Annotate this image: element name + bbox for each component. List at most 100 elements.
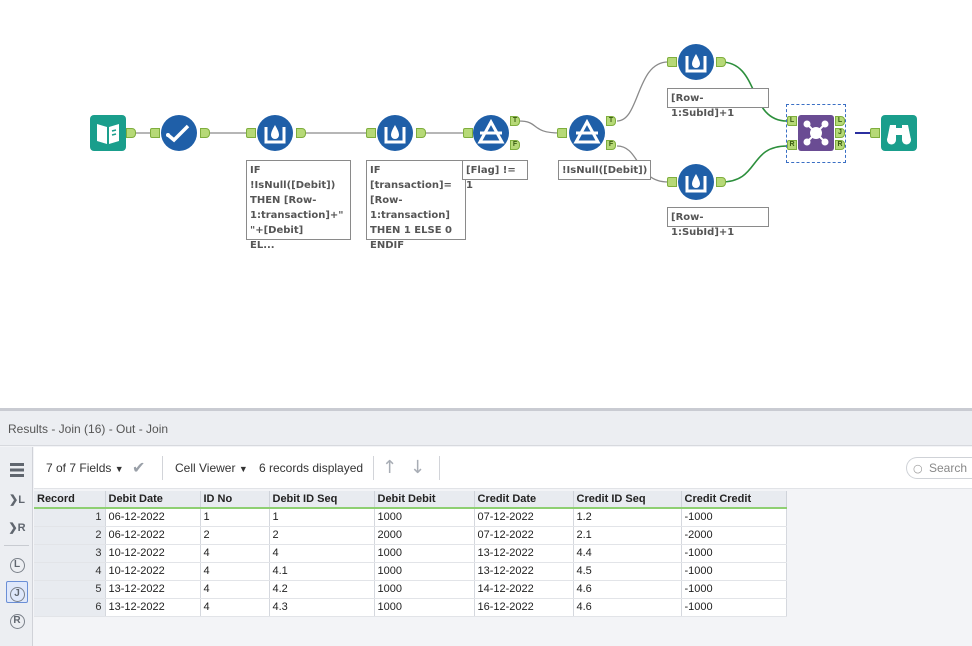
table-cell[interactable]: 4.5 xyxy=(573,562,682,581)
join-right-out-anchor[interactable]: R xyxy=(835,140,845,150)
table-cell[interactable]: -1000 xyxy=(681,580,787,599)
table-cell[interactable]: 06-12-2022 xyxy=(105,526,201,545)
formula-top-in-anchor[interactable] xyxy=(667,57,677,67)
results-grid[interactable]: Record Debit Date ID No Debit ID Seq Deb… xyxy=(34,491,787,617)
filter1-false-anchor[interactable]: F xyxy=(510,140,520,150)
table-cell[interactable]: 2 xyxy=(200,526,270,545)
select-out-anchor[interactable] xyxy=(200,128,210,138)
column-header[interactable]: ID No xyxy=(200,491,270,509)
side-right-output-button[interactable]: ❯R xyxy=(8,522,26,534)
table-cell[interactable]: 4 xyxy=(200,580,270,599)
table-cell[interactable]: 4 xyxy=(200,562,270,581)
table-cell[interactable]: 2000 xyxy=(374,526,475,545)
formula2-out-anchor[interactable] xyxy=(416,128,426,138)
table-cell[interactable]: 10-12-2022 xyxy=(105,562,201,581)
table-cell[interactable]: 07-12-2022 xyxy=(474,526,574,545)
anchor-l-button[interactable]: L xyxy=(6,553,28,575)
table-cell[interactable]: 1000 xyxy=(374,580,475,599)
table-cell[interactable]: 16-12-2022 xyxy=(474,598,574,617)
column-header[interactable]: Credit Credit xyxy=(681,491,787,509)
record-number-cell[interactable]: 3 xyxy=(34,544,106,563)
record-number-cell[interactable]: 1 xyxy=(34,508,106,527)
column-header[interactable]: Debit Date xyxy=(105,491,201,509)
column-header[interactable]: Debit Debit xyxy=(374,491,475,509)
formula1-in-anchor[interactable] xyxy=(246,128,256,138)
list-view-icon[interactable] xyxy=(6,459,28,481)
cell-viewer-dropdown[interactable]: Cell Viewer ▼ xyxy=(175,461,248,475)
filter2-in-anchor[interactable] xyxy=(557,128,567,138)
filter1-true-anchor[interactable]: T xyxy=(510,116,520,126)
filter2-true-anchor[interactable]: T xyxy=(606,116,616,126)
column-header[interactable]: Record xyxy=(34,491,106,509)
anchor-r-button[interactable]: R xyxy=(6,609,28,631)
table-cell[interactable]: 1000 xyxy=(374,562,475,581)
table-cell[interactable]: 4.6 xyxy=(573,580,682,599)
table-cell[interactable]: -1000 xyxy=(681,508,787,527)
table-cell[interactable]: 10-12-2022 xyxy=(105,544,201,563)
column-header[interactable]: Credit Date xyxy=(474,491,574,509)
table-cell[interactable]: 1 xyxy=(269,508,375,527)
column-header[interactable]: Credit ID Seq xyxy=(573,491,682,509)
table-cell[interactable]: 1 xyxy=(200,508,270,527)
record-number-cell[interactable]: 4 xyxy=(34,562,106,581)
table-cell[interactable]: 4.6 xyxy=(573,598,682,617)
table-cell[interactable]: 4.1 xyxy=(269,562,375,581)
record-number-cell[interactable]: 5 xyxy=(34,580,106,599)
table-cell[interactable]: 1000 xyxy=(374,544,475,563)
formula-tool-top[interactable] xyxy=(677,43,715,81)
table-cell[interactable]: 4 xyxy=(269,544,375,563)
search-input[interactable]: ○ Search xyxy=(906,457,972,479)
table-cell[interactable]: 13-12-2022 xyxy=(105,598,201,617)
filter-tool-1[interactable] xyxy=(472,114,510,152)
select-in-anchor[interactable] xyxy=(150,128,160,138)
formula-bottom-out-anchor[interactable] xyxy=(716,177,726,187)
record-number-cell[interactable]: 6 xyxy=(34,598,106,617)
browse-in-anchor[interactable] xyxy=(870,128,880,138)
table-cell[interactable]: -2000 xyxy=(681,526,787,545)
join-right-in-anchor[interactable]: R xyxy=(787,140,797,150)
table-cell[interactable]: -1000 xyxy=(681,562,787,581)
table-cell[interactable]: -1000 xyxy=(681,598,787,617)
table-cell[interactable]: 4 xyxy=(200,544,270,563)
join-left-out-anchor[interactable]: L xyxy=(835,116,845,126)
table-cell[interactable]: 4 xyxy=(200,598,270,617)
join-tool[interactable] xyxy=(797,114,835,152)
column-header[interactable]: Debit ID Seq xyxy=(269,491,375,509)
formula-top-out-anchor[interactable] xyxy=(716,57,726,67)
anchor-j-button[interactable]: J xyxy=(6,581,28,603)
join-left-in-anchor[interactable]: L xyxy=(787,116,797,126)
formula-tool-bottom[interactable] xyxy=(677,163,715,201)
table-cell[interactable]: 4.2 xyxy=(269,580,375,599)
apply-check-icon[interactable]: ✔ xyxy=(132,460,146,477)
input-data-tool[interactable] xyxy=(89,114,127,152)
table-cell[interactable]: 06-12-2022 xyxy=(105,508,201,527)
join-join-out-anchor[interactable]: J xyxy=(835,128,845,138)
table-cell[interactable]: 4.3 xyxy=(269,598,375,617)
browse-tool[interactable] xyxy=(880,114,918,152)
table-cell[interactable]: 1000 xyxy=(374,508,475,527)
fields-dropdown[interactable]: 7 of 7 Fields ▼ xyxy=(46,461,124,475)
record-number-cell[interactable]: 2 xyxy=(34,526,106,545)
arrow-up-icon[interactable]: ↑ xyxy=(382,457,398,478)
formula-tool-2[interactable] xyxy=(376,114,414,152)
formula-bottom-in-anchor[interactable] xyxy=(667,177,677,187)
filter2-false-anchor[interactable]: F xyxy=(606,140,616,150)
select-tool[interactable] xyxy=(160,114,198,152)
table-cell[interactable]: 14-12-2022 xyxy=(474,580,574,599)
formula-tool-1[interactable] xyxy=(256,114,294,152)
filter-tool-2[interactable] xyxy=(568,114,606,152)
formula2-in-anchor[interactable] xyxy=(366,128,376,138)
table-cell[interactable]: 1.2 xyxy=(573,508,682,527)
table-cell[interactable]: 1000 xyxy=(374,598,475,617)
side-left-output-button[interactable]: ❯L xyxy=(9,494,25,506)
table-cell[interactable]: 2.1 xyxy=(573,526,682,545)
table-cell[interactable]: 4.4 xyxy=(573,544,682,563)
input-out-anchor[interactable] xyxy=(126,128,136,138)
table-cell[interactable]: 07-12-2022 xyxy=(474,508,574,527)
filter1-in-anchor[interactable] xyxy=(463,128,473,138)
